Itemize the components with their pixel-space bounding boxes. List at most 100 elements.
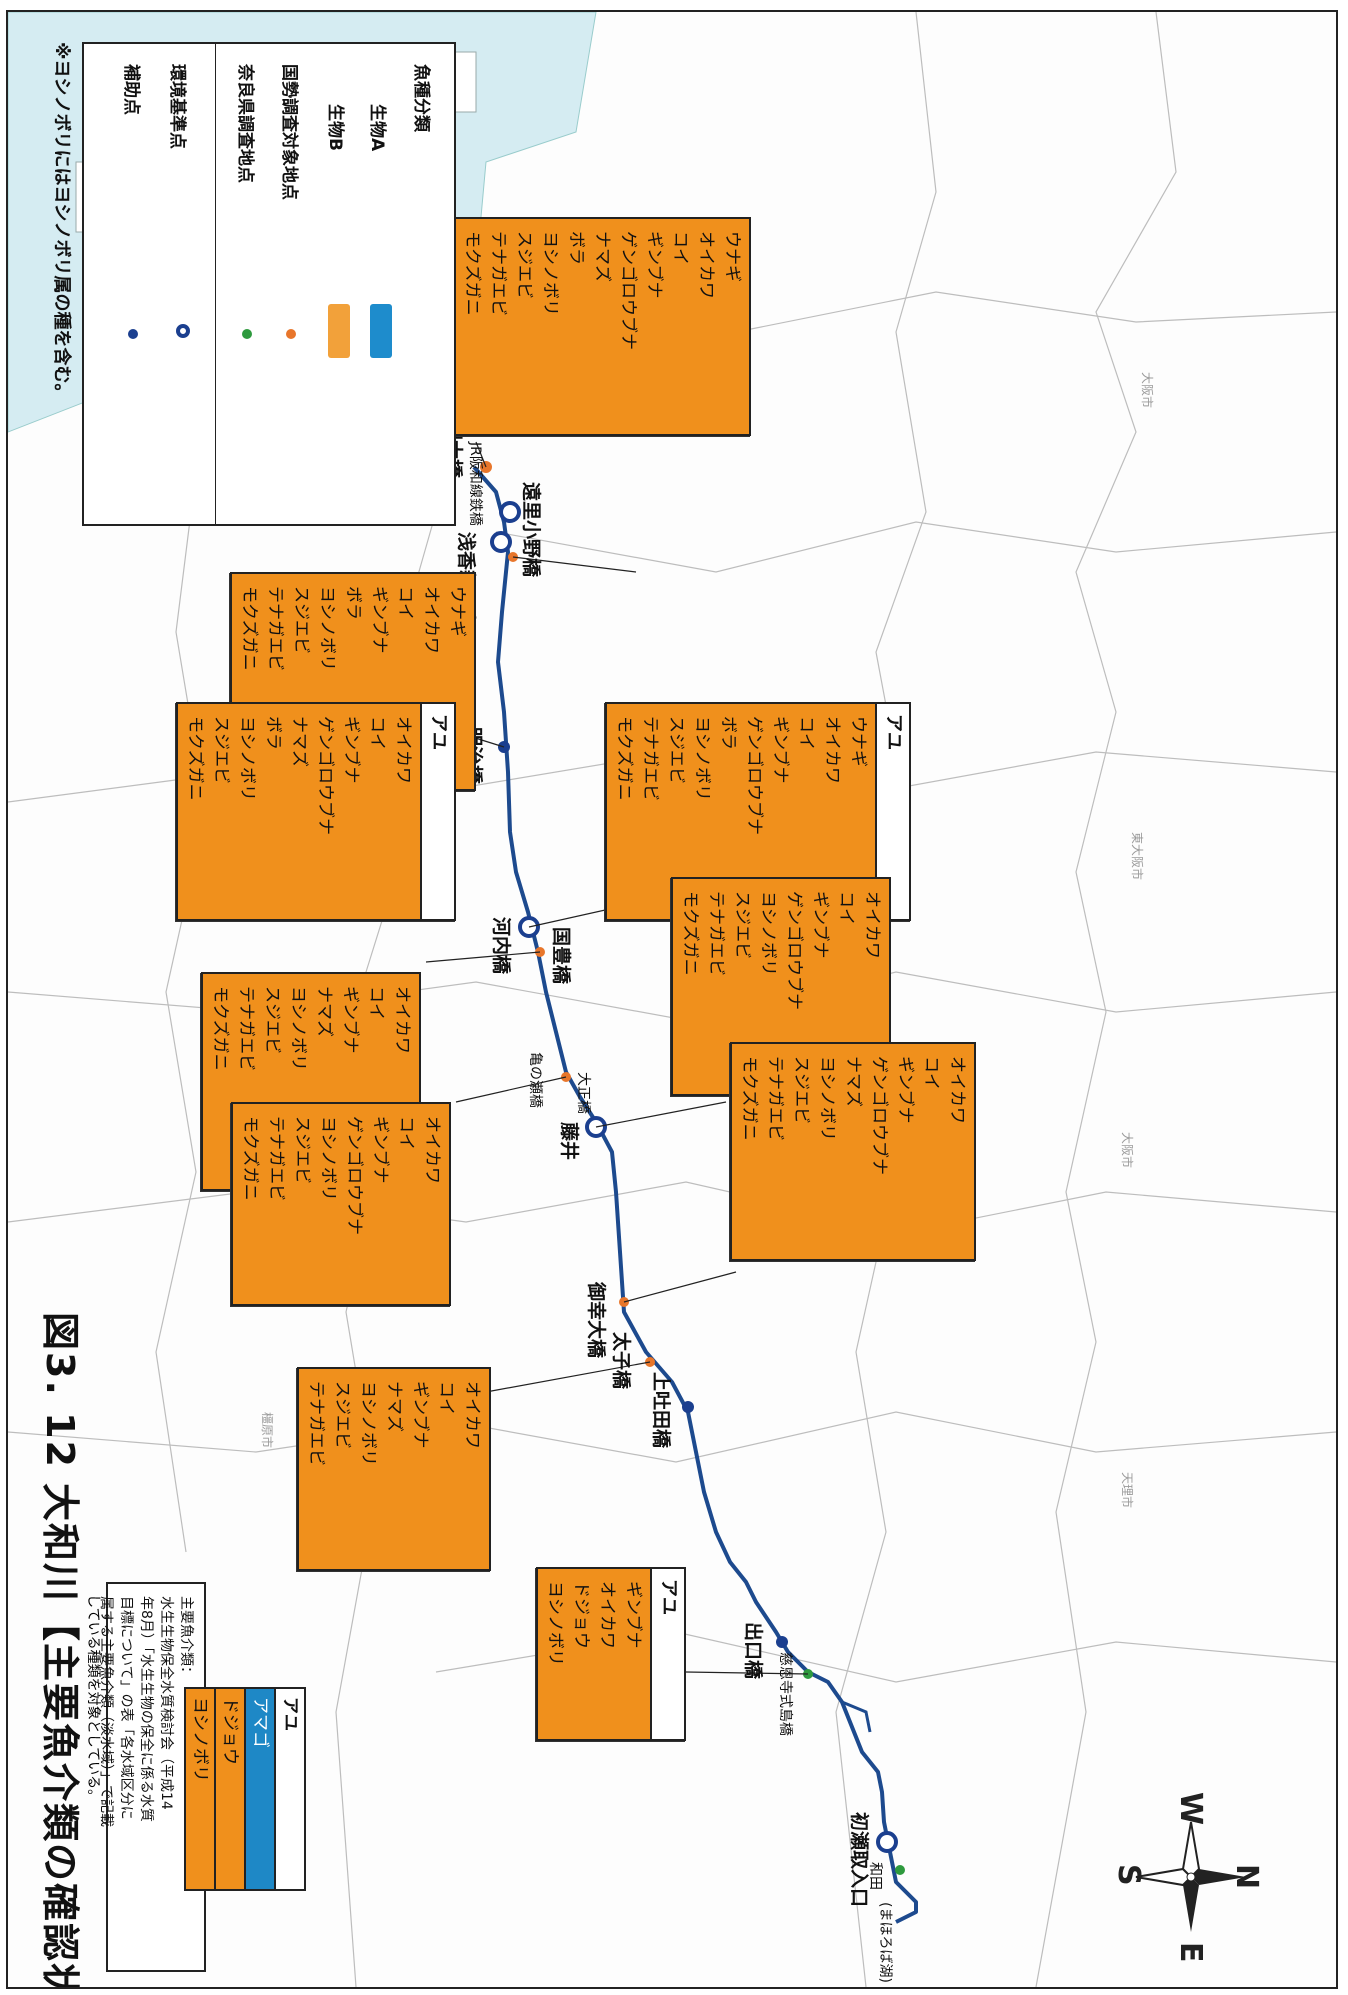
species-item: コイ xyxy=(670,231,690,265)
river-tributary xyxy=(841,1700,872,1733)
species-list: オイカワコイギンブナナマズヨシノボリスジエビテナガエビ xyxy=(299,1369,489,1569)
legend-env-point: 環境基準点 xyxy=(167,64,187,149)
species-item: ギンブナ xyxy=(370,1116,390,1184)
page-title: 図3. 12 大和川【主要魚介類の確認状況】 xyxy=(36,1312,91,1989)
compass-rose xyxy=(1135,1821,1246,1932)
figure-title: 大和川【主要魚介類の確認状況】 xyxy=(38,1483,82,1989)
species-item: テナガエビ xyxy=(306,1381,326,1466)
species-item: スジエビ xyxy=(292,1116,312,1184)
species-list: ウナギオイカワコイギンブナゲンゴロウブナナマズボラヨシノボリスジエビテナガエビモ… xyxy=(455,219,749,434)
legend-nara: 奈良県調査地点 xyxy=(235,64,255,183)
species-dojo: ドジョウ xyxy=(214,1689,244,1889)
species-item: ナマズ xyxy=(843,1056,863,1107)
figure-number: 図3. 12 xyxy=(38,1312,82,1469)
species-item: ゲンゴロウブナ xyxy=(315,716,335,835)
municipality-label: 大阪市 xyxy=(1120,1132,1134,1169)
note-line: 目標について」の表「各水域区分に xyxy=(118,1596,134,1820)
species-item: ギンブナ xyxy=(410,1381,430,1449)
species-ayu: アユ xyxy=(274,1689,304,1889)
species-item: テナガエビ xyxy=(765,1056,785,1141)
station-label: 太子橋 xyxy=(610,1332,632,1390)
legend-dot-national xyxy=(286,329,296,339)
station-label: 慈恩寺式島橋 xyxy=(777,1652,793,1736)
station-label: 出口橋 xyxy=(742,1622,764,1680)
station-label: 藤井 xyxy=(558,1122,580,1161)
species-list: オイカワコイギンブナゲンゴロウブナヨシノボリスジエビテナガエビモクズガニ xyxy=(233,1104,449,1304)
species-item: ドジョウ xyxy=(571,1581,591,1649)
station-label: (まほろば湖) xyxy=(877,1902,893,1983)
station-label: 河内橋 xyxy=(490,917,512,975)
marker-deguchi xyxy=(776,1636,788,1648)
species-item: コイ xyxy=(367,716,387,750)
species-item: モクズガニ xyxy=(462,231,482,316)
marker-hatsuse xyxy=(876,1831,898,1853)
species-box-miyuki: オイカワコイギンブナゲンゴロウブナナマズヨシノボリスジエビテナガエビモクズガニ xyxy=(730,1042,976,1261)
legend-swatch-a xyxy=(370,304,392,358)
marker-asaka xyxy=(490,531,512,553)
species-box-kamenose: オイカワコイギンブナゲンゴロウブナヨシノボリスジエビテナガエビモクズガニ xyxy=(231,1102,451,1306)
species-item: コイ xyxy=(396,1116,416,1150)
species-item: モクズガニ xyxy=(680,891,700,976)
species-item: モクズガニ xyxy=(614,716,634,801)
species-item: テナガエビ xyxy=(488,231,508,316)
station-label: 和田 xyxy=(867,1862,883,1890)
compass-e: E xyxy=(1173,1942,1208,1963)
species-item: ヨシノボリ xyxy=(540,231,560,316)
municipality-label: 東大阪市 xyxy=(1130,832,1144,881)
species-item: テナガエビ xyxy=(706,891,726,976)
species-box-wada: アユ アマゴ ドジョウ ヨシノボリ xyxy=(184,1687,306,1891)
species-box-jionji: アユギンブナオイカワドジョウヨシノボリ xyxy=(536,1567,686,1741)
compass-n: N xyxy=(1229,1864,1264,1890)
species-item: モクズガニ xyxy=(185,716,205,801)
species-item: スジエビ xyxy=(791,1056,811,1124)
station-label: 御幸大橋 xyxy=(585,1282,607,1359)
species-box-header: アユ xyxy=(420,704,454,919)
station-label: 遠里小野橋 xyxy=(520,482,542,578)
species-item: モクズガニ xyxy=(210,986,230,1071)
species-list: オイカワコイギンブナゲンゴロウブナナマズボラヨシノボリスジエビモクズガニ xyxy=(178,704,420,919)
station-label: 上吐田橋 xyxy=(650,1372,672,1449)
legend-aux-point: 補助点 xyxy=(121,64,141,115)
species-item: オイカワ xyxy=(597,1581,617,1649)
marker-hanta xyxy=(682,1401,694,1413)
species-list: ギンブナオイカワドジョウヨシノボリ xyxy=(538,1569,650,1739)
legend-national: 国勢調査対象地点 xyxy=(279,64,299,200)
municipality-label: 天理市 xyxy=(1120,1472,1134,1509)
note-line: 年8月）「水生生物の保全に係る水質 xyxy=(138,1596,154,1822)
species-item: ウナギ xyxy=(722,231,742,282)
compass-w: W xyxy=(1173,1792,1208,1826)
legend-dot-env xyxy=(176,324,190,338)
species-item: オイカワ xyxy=(696,231,716,299)
species-item: ナマズ xyxy=(289,716,309,767)
species-item: ヨシノボリ xyxy=(318,1116,338,1201)
species-box-oriono: ウナギオイカワコイギンブナゲンゴロウブナナマズボラヨシノボリスジエビテナガエビモ… xyxy=(453,217,751,436)
species-list: オイカワコイギンブナゲンゴロウブナナマズヨシノボリスジエビテナガエビモクズガニ xyxy=(732,1044,974,1259)
species-item: オイカワ xyxy=(393,716,413,784)
species-item: コイ xyxy=(436,1381,456,1415)
station-label: 国豊橋 xyxy=(550,927,572,985)
municipality-label: 大阪市 xyxy=(1140,372,1154,409)
species-item: ボラ xyxy=(566,231,586,265)
species-item: スジエビ xyxy=(332,1381,352,1449)
species-amago: アマゴ xyxy=(244,1689,274,1889)
species-item: ギンブナ xyxy=(341,716,361,784)
species-item: ナマズ xyxy=(592,231,612,282)
species-item: ヨシノボリ xyxy=(237,716,257,801)
species-item: ボラ xyxy=(263,716,283,750)
species-item: ゲンゴロウブナ xyxy=(344,1116,364,1235)
station-label: 大正橋 xyxy=(575,1072,591,1114)
species-item: スジエビ xyxy=(514,231,534,299)
species-item: スジエビ xyxy=(211,716,231,784)
species-box-header: アユ xyxy=(650,1569,684,1739)
species-box-taishibashi: オイカワコイギンブナナマズヨシノボリスジエビテナガエビ xyxy=(297,1367,491,1571)
species-item: ヨシノボリ xyxy=(817,1056,837,1141)
species-item: ヨシノボリ xyxy=(545,1581,565,1666)
compass-s: S xyxy=(1111,1864,1146,1886)
species-item: テナガエビ xyxy=(640,716,660,801)
legend-bio-b: 生物B xyxy=(325,104,345,151)
note-line: している種類を対象としている。 xyxy=(85,1594,101,1804)
legend-divider xyxy=(215,44,216,524)
municipality-label: 橿原市 xyxy=(260,1412,274,1449)
footnote: ※ヨシノボリにはヨシノボリ属の種を含む。 xyxy=(51,42,72,402)
marker-oriono-env xyxy=(499,501,521,523)
